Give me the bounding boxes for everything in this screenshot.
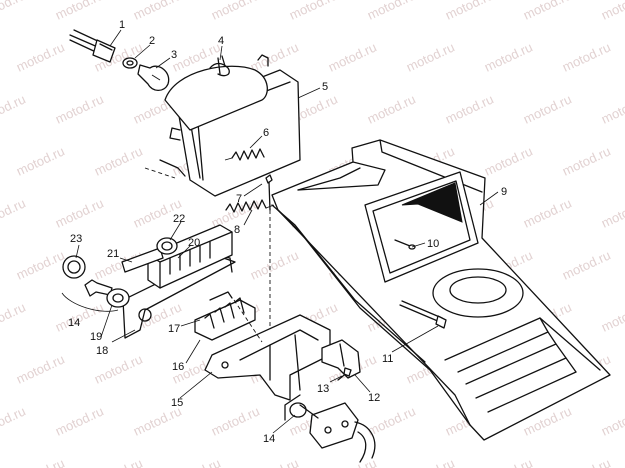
headlight-pod-housing [271,139,611,441]
watermark-text: motod.ru [521,0,574,23]
watermark-text: motod.ru [599,91,625,126]
callout-22: 22 [173,213,185,225]
callout-1: 1 [119,19,125,31]
watermark-text: motod.ru [560,247,613,282]
ignition-switch-19 [61,288,130,312]
callout-10: 10 [427,238,439,250]
watermark-text: motod.ru [170,455,223,468]
adjuster-spring-upper [224,148,265,161]
watermark-text: motod.ru [287,0,340,23]
watermark-text: motod.ru [599,299,625,334]
watermark-text: motod.ru [443,0,496,23]
watermark-text: motod.ru [599,195,625,230]
watermark-text: motod.ru [365,403,418,438]
watermark-text: motod.ru [248,39,301,74]
watermark-text: motod.ru [326,455,379,468]
switch-label-plate [121,247,164,273]
headlight-bulb [137,64,170,92]
callout-labels: 1 2 3 4 5 6 7 8 9 10 11 12 13 14 15 16 1… [68,19,507,445]
callout-23: 23 [70,233,82,245]
leader-lines [75,29,499,434]
watermark-text: motod.ru [560,143,613,178]
watermark-text: motod.ru [404,39,457,74]
watermark-text: motod.ru [209,0,262,23]
watermark-text: motod.ru [0,91,28,126]
grommet-22 [156,237,178,255]
callout-14-lower: 14 [263,433,275,445]
retaining-clip [209,55,230,77]
callout-6: 6 [263,127,269,139]
callout-15: 15 [171,397,183,409]
watermark-text: motod.ru [0,0,28,23]
ignition-connector-lower [284,394,376,463]
callout-4: 4 [218,35,224,47]
callout-12: 12 [368,392,380,404]
watermark-text: motod.ru [404,455,457,468]
watermark-text: motod.ru [443,91,496,126]
watermark-text: motod.ru [521,91,574,126]
watermark-text: motod.ru [0,299,28,334]
callout-3: 3 [171,49,177,61]
callout-13: 13 [317,383,329,395]
watermark-text: motod.ru [14,455,67,468]
callout-5: 5 [322,81,328,93]
callout-20: 20 [188,237,200,249]
callout-8: 8 [234,224,240,236]
watermark-text: motod.ru [482,143,535,178]
callout-7: 7 [236,193,242,205]
watermark-text: motod.ru [560,455,613,468]
watermark-text: motod.ru [365,91,418,126]
watermark-text: motod.ru [482,455,535,468]
watermark-text: motod.ru [14,143,67,178]
watermark-text: motod.ru [92,143,145,178]
watermark-text: motod.ru [14,351,67,386]
adjuster-screw [265,174,273,345]
watermark-text: motod.ru [248,247,301,282]
watermark-text: motod.ru [53,403,106,438]
callout-16: 16 [172,361,184,373]
watermark-text: motod.ru [560,39,613,74]
assembly-lines [144,167,263,343]
watermark-text: motod.ru [92,455,145,468]
callout-14-upper: 14 [68,317,80,329]
watermark-text: motod.ru [14,247,67,282]
watermark-text: motod.ru [482,39,535,74]
callout-11: 11 [382,353,393,365]
switch-housing-lower [204,314,331,401]
kill-switch-screw [337,367,352,381]
watermark-text: motod.ru [365,0,418,23]
watermark-text: motod.ru [209,403,262,438]
callout-9: 9 [501,186,507,198]
wire-connector [69,29,116,63]
watermark-text: motod.ru [0,403,28,438]
pod-bolt [399,300,447,329]
watermark-text: motod.ru [326,39,379,74]
switch-module [194,291,256,341]
callout-21: 21 [107,248,119,260]
callout-19: 19 [90,331,102,343]
bulb-dome [164,65,268,131]
callout-2: 2 [149,35,155,47]
watermark-text: motod.ru [131,0,184,23]
kill-switch [321,339,361,379]
watermark-text: motod.ru [599,403,625,438]
watermark-text: motod.ru [53,0,106,23]
watermark-text: motod.ru [14,39,67,74]
watermark-text: motod.ru [248,455,301,468]
bulb-socket [122,57,138,69]
ignition-nut [62,255,86,279]
watermark-text: motod.ru [521,195,574,230]
callout-17: 17 [168,323,180,335]
callout-18: 18 [96,345,108,357]
watermark-text: motod.ru [0,195,28,230]
watermark-text: motod.ru [53,195,106,230]
watermark-text: motod.ru [53,91,106,126]
watermark-text: motod.ru [599,0,625,23]
